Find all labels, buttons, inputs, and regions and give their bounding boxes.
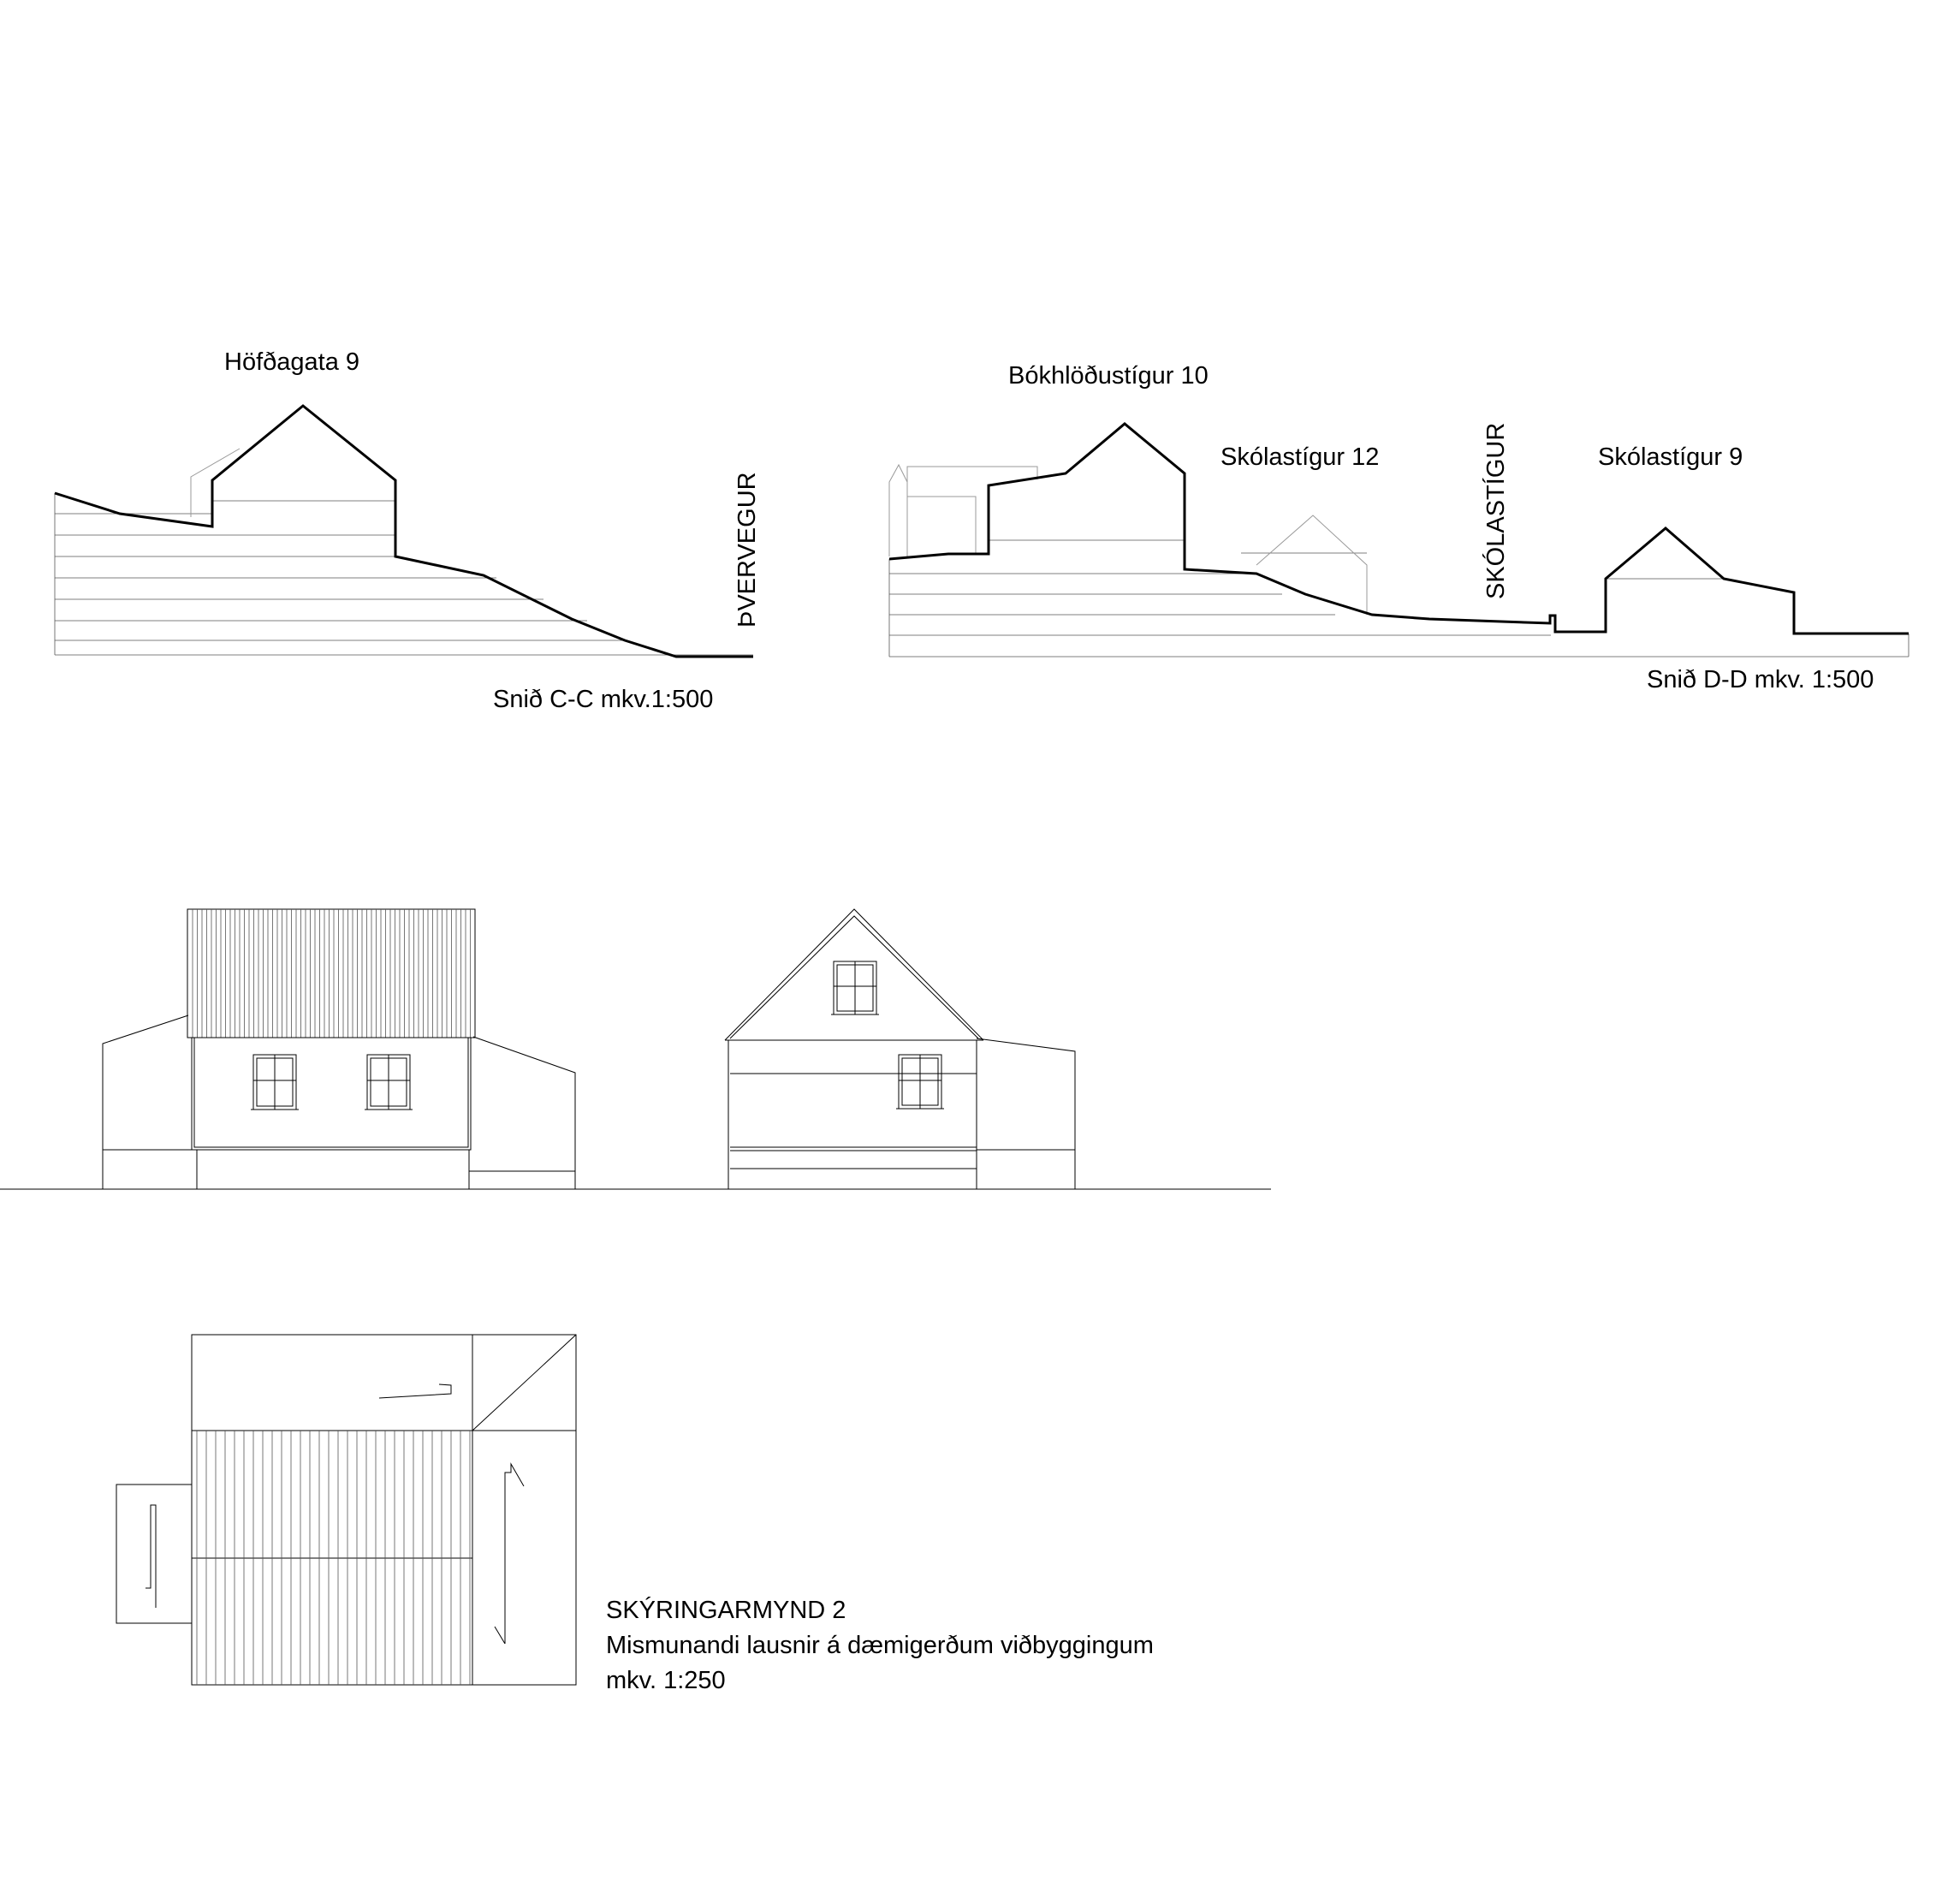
roof-plan bbox=[116, 1334, 577, 1686]
label-hofdagata-9: Höfðagata 9 bbox=[224, 348, 359, 376]
section-cc-ground-hatch bbox=[54, 493, 753, 656]
section-cc: Höfðagata 9 ÞVERVEGUR Snið C-C mkv.1:500 bbox=[54, 348, 761, 713]
section-dd-ground-hatch bbox=[888, 539, 1910, 657]
window-gable bbox=[831, 961, 879, 1015]
window-wall bbox=[896, 1054, 944, 1110]
plan-main-outline bbox=[191, 1334, 577, 1686]
legend-title: SKÝRINGARMYND 2 bbox=[606, 1596, 846, 1624]
section-dd: Bókhlöðustígur 10 Skólastígur 12 SKÓLAST… bbox=[888, 362, 1910, 693]
label-skolastigur-12: Skólastígur 12 bbox=[1221, 443, 1379, 471]
caption-section-cc: Snið C-C mkv.1:500 bbox=[493, 686, 713, 713]
caption-section-dd: Snið D-D mkv. 1:500 bbox=[1647, 666, 1874, 693]
section-cc-terrain-profile bbox=[54, 404, 753, 658]
plan-hip-line bbox=[472, 1334, 577, 1431]
legend: SKÝRINGARMYND 2 Mismunandi lausnir á dæm… bbox=[606, 1596, 1154, 1694]
roof-corrugation-lines bbox=[192, 909, 471, 1038]
plan-slope-arrows bbox=[146, 1383, 525, 1645]
wall-main bbox=[191, 1037, 472, 1151]
elevation-long-side bbox=[102, 908, 576, 1190]
elevations bbox=[0, 908, 1271, 1190]
label-bokhloudustigur-10: Bókhlöðustígur 10 bbox=[1008, 362, 1209, 390]
neighbour-ghost-buildings bbox=[888, 463, 1368, 615]
plinth bbox=[196, 1149, 470, 1190]
legend-subtitle: Mismunandi lausnir á dæmigerðum viðbyggi… bbox=[606, 1632, 1154, 1659]
label-skolastigur-9: Skólastígur 9 bbox=[1598, 443, 1743, 471]
elevation-gable-end bbox=[724, 908, 1076, 1189]
window-left bbox=[251, 1054, 299, 1110]
section-dd-terrain-profile bbox=[888, 422, 1909, 635]
legend-scale: mkv. 1:250 bbox=[606, 1667, 726, 1694]
window-right bbox=[365, 1054, 413, 1110]
neighbour-ghost-roof bbox=[190, 448, 241, 517]
street-label-skolastigur: SKÓLASTÍGUR bbox=[1482, 423, 1510, 599]
plan-corrugation-lines bbox=[196, 1431, 471, 1685]
street-label-thvervegur: ÞVERVEGUR bbox=[734, 472, 761, 628]
